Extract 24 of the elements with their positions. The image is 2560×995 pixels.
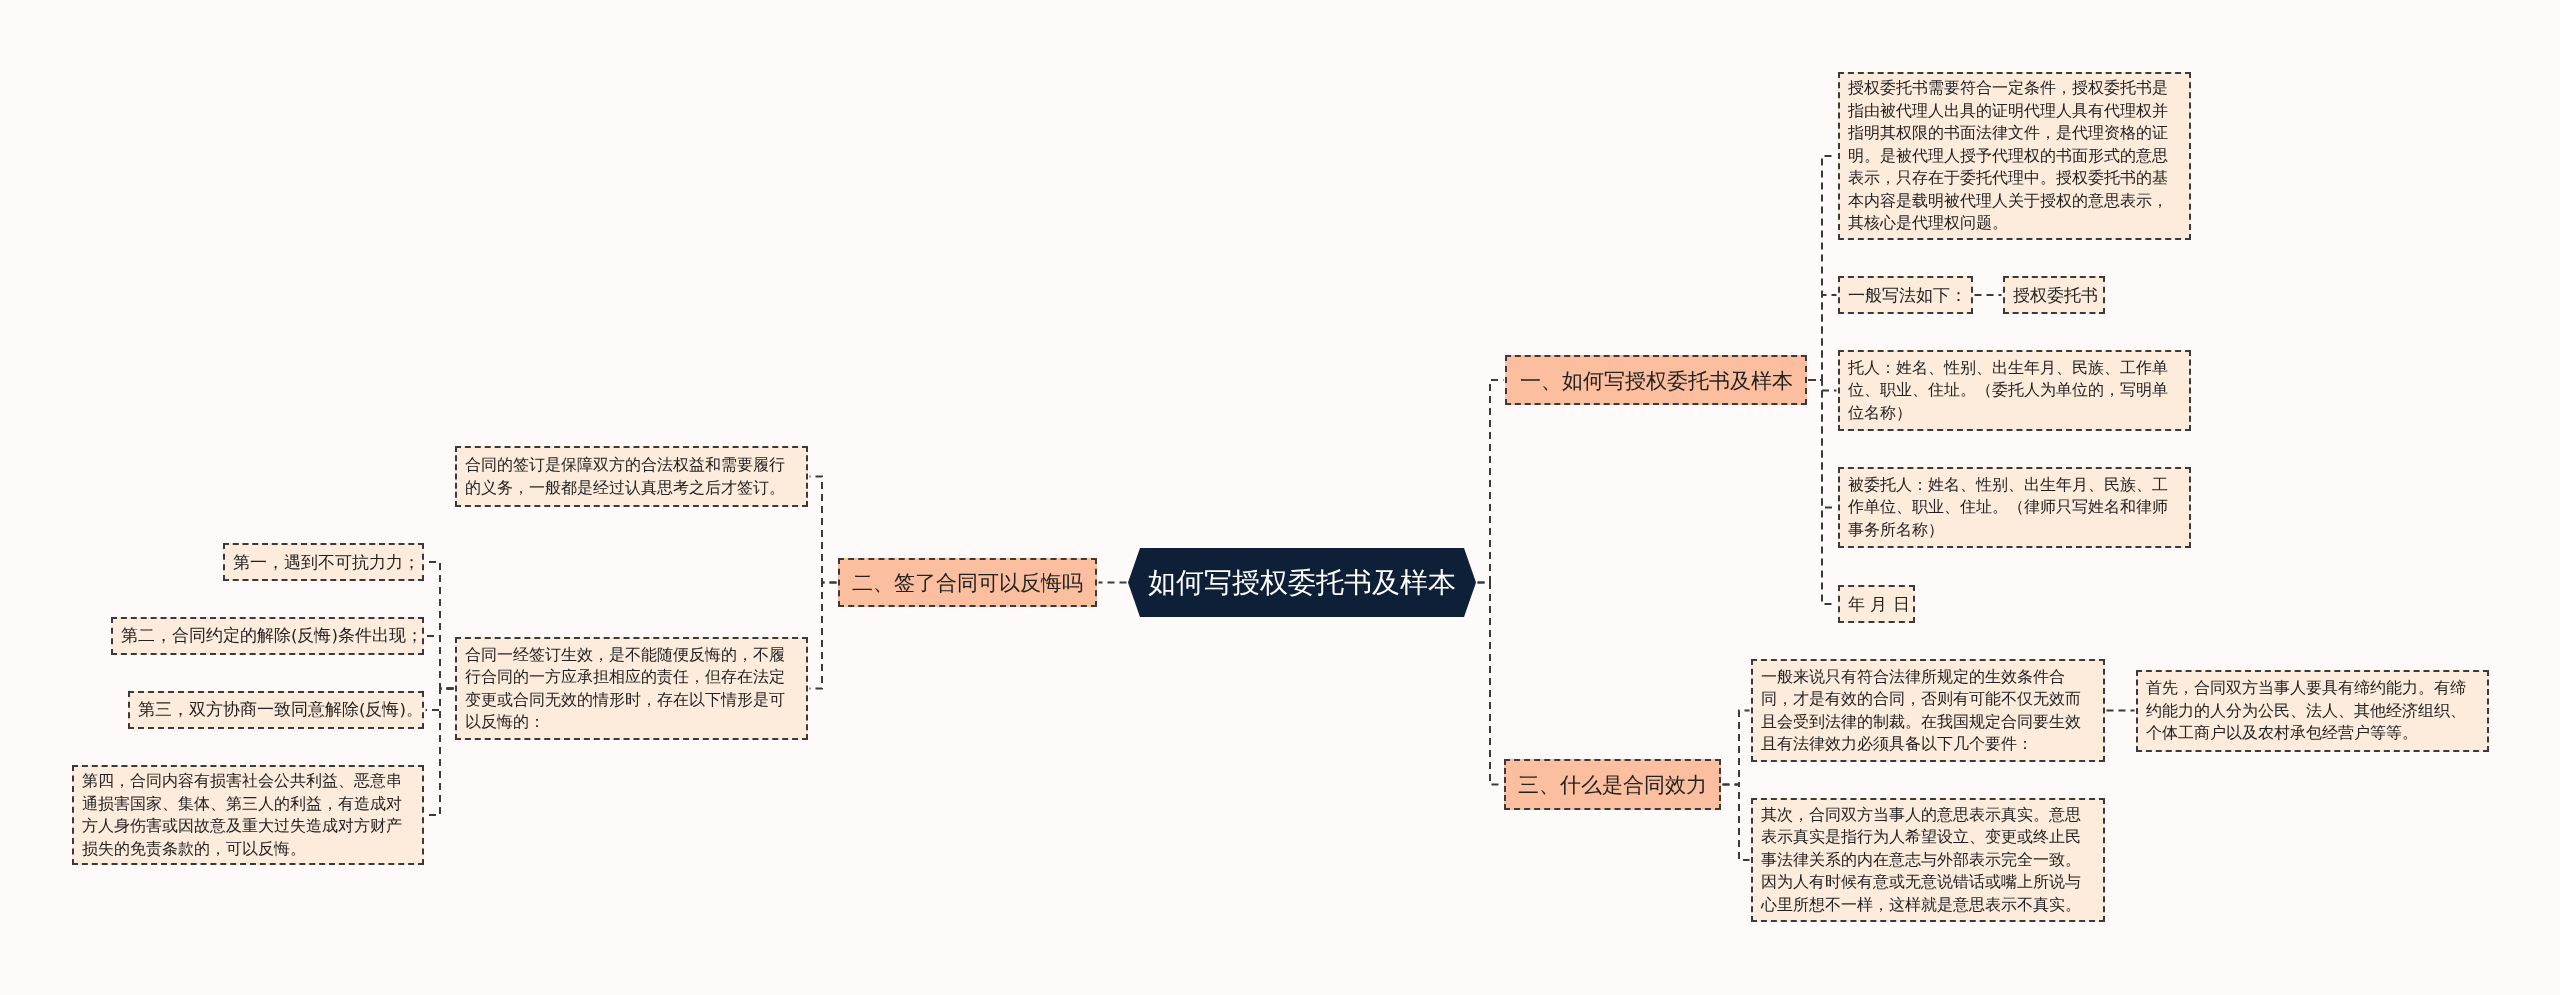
note-box: 年 月 日 [1838, 585, 1915, 623]
note-box: 首先，合同双方当事人要具有缔约能力。有缔约能力的人分为公民、法人、其他经济组织、个体工商户以及农村承包经营户等等。 [2136, 670, 2489, 752]
connector-line [1721, 783, 1751, 861]
note-box: 授权委托书需要符合一定条件，授权委托书是指由被代理人出具的证明代理人具有代理权并指明其权限的书面法律文件，是代理资格的证明。是被代理人授予代理权的书面形式的意思表示，只存在于委托代理中。授权委托书的基本内容是载明被代理人关于授权的意思表示，其核心是代理权问题。 [1838, 72, 2191, 240]
connector-line [808, 581, 838, 690]
note-box: 第三，双方协商一致同意解除(反悔)。 [128, 691, 424, 729]
note-box: 托人：姓名、性别、出生年月、民族、工作单位、职业、住址。（委托人为单位的，写明单位名称） [1838, 350, 2191, 431]
connector-line [1973, 294, 2003, 296]
note-box: 一般来说只有符合法律所规定的生效条件合同，才是有效的合同，否则有可能不仅无效而且会受到法律的制裁。在我国规定合同要生效且有法律效力必须具备以下几个要件： [1751, 659, 2105, 762]
note-box: 被委托人：姓名、性别、出生年月、民族、工作单位、职业、住址。（律师只写姓名和律师事务所名称） [1838, 467, 2191, 548]
note-box: 一般写法如下： [1838, 276, 1973, 314]
branch-topic: 一、如何写授权委托书及样本 [1505, 355, 1807, 405]
note-box: 合同一经签订生效，是不能随便反悔的，不履行合同的一方应承担相应的责任，但存在法定变更或合同无效的情形时，存在以下情形是可以反悔的： [455, 637, 808, 740]
note-box: 第四，合同内容有损害社会公共利益、恶意串通损害国家、集体、第三人的利益，有造成对方人身伤害或因故意及重大过失造成对方财产损失的免责条款的，可以反悔。 [72, 765, 424, 865]
branch-topic: 三、什么是合同效力 [1504, 759, 1721, 810]
connector-line [1097, 581, 1128, 584]
central-topic: 如何写授权委托书及样本 [1128, 548, 1476, 617]
note-box: 授权委托书 [2003, 276, 2105, 314]
note-box: 合同的签订是保障双方的合法权益和需要履行的义务，一般都是经过认真思考之后才签订。 [455, 446, 808, 507]
note-box: 第二，合同约定的解除(反悔)条件出现； [111, 617, 424, 655]
note-box: 其次，合同双方当事人的意思表示真实。意思表示真实是指行为人希望设立、变更或终止民事法律关系的内在意志与外部表示完全一致。因为人有时候有意或无意说错话或嘴上所说与心里所想不一样，这样就是意思表示不真实。 [1751, 798, 2105, 922]
connector-line [2105, 709, 2136, 712]
note-box: 第一，遇到不可抗力力； [223, 543, 424, 581]
branch-topic: 二、签了合同可以反悔吗 [838, 558, 1097, 607]
